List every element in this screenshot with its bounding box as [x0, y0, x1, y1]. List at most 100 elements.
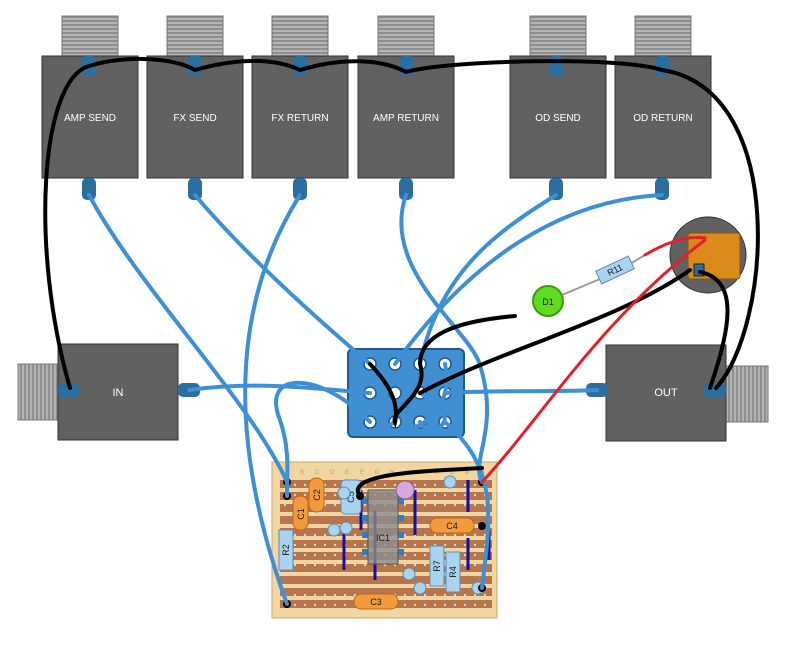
- ceramic-capacitor: [443, 475, 457, 489]
- wire-switch-to-board: [274, 380, 372, 498]
- jack-od-return: OD RETURN: [614, 15, 712, 200]
- wire-board-power: [480, 238, 707, 484]
- led-d1: D1: [532, 285, 564, 317]
- jack-label-od-return: OD RETURN: [633, 113, 692, 124]
- blue-wires: [87, 193, 664, 606]
- wire-switch-led: [368, 362, 424, 429]
- c3-body: [353, 593, 399, 610]
- capacitor-c4: C4: [429, 517, 475, 534]
- column-letter: K: [435, 470, 439, 476]
- jack-in: IN: [17, 343, 200, 441]
- led-body: [532, 285, 564, 317]
- ic-pin: [362, 532, 368, 538]
- c2-body: [308, 477, 325, 513]
- jack-lug: [399, 178, 413, 200]
- black-wires: [43, 56, 760, 498]
- wire-od-return: [393, 193, 664, 366]
- c5-label: C5: [346, 491, 356, 503]
- r2-label: R2: [281, 544, 291, 556]
- wire-switch-ground: [418, 268, 692, 395]
- resistor-r7: R7: [429, 545, 445, 587]
- c1-body: [292, 495, 309, 531]
- r2-body: [278, 529, 294, 571]
- jack-label-fx-return: FX RETURN: [271, 113, 328, 124]
- column-letter: L: [450, 470, 454, 476]
- jack-body: [251, 55, 349, 179]
- wire-switch-jumper: [385, 362, 449, 434]
- c2-label: C2: [312, 489, 322, 501]
- wire-led-power: [643, 236, 707, 257]
- ic-pin: [362, 549, 368, 555]
- jack-thread: [166, 15, 224, 59]
- wire-switch-to-board: [443, 420, 491, 590]
- jack-thread: [61, 15, 119, 59]
- jack-thread: [529, 15, 587, 59]
- c4-label: C4: [446, 521, 458, 531]
- jack-thread: [377, 15, 435, 59]
- jack-lug: [655, 56, 669, 76]
- wire-od-send: [418, 193, 558, 366]
- wire-board-ground: [355, 466, 484, 498]
- capacitor-c1: C1: [292, 495, 309, 531]
- ic-pin: [398, 498, 404, 504]
- resistor-r4: R4: [445, 551, 461, 593]
- ceramic-capacitor: [339, 521, 353, 535]
- r7-label: R7: [432, 560, 442, 572]
- resistor-lead: [561, 278, 601, 296]
- column-letter: G: [375, 470, 380, 476]
- board-terminal: [478, 522, 486, 530]
- column-letter: F: [360, 470, 364, 476]
- jack-lug: [293, 178, 307, 200]
- ceramic-capacitor: [327, 523, 341, 537]
- jack-thread: [634, 15, 692, 59]
- jack-thread: [271, 15, 329, 59]
- wire-out: [443, 388, 599, 395]
- r4-label: R4: [448, 566, 458, 578]
- jack-label-amp-send: AMP SEND: [64, 113, 116, 124]
- wire-in: [187, 383, 372, 395]
- r7-body: [429, 545, 445, 587]
- jack-thread: [725, 365, 769, 423]
- jack-label-od-send: OD SEND: [535, 113, 581, 124]
- jack-lug: [549, 56, 563, 76]
- jack-label-amp-return: AMP RETURN: [373, 113, 439, 124]
- capacitor-c2: C2: [308, 477, 325, 513]
- ground-bus-wire: [43, 56, 760, 390]
- c1-label: C1: [296, 508, 306, 520]
- jack-body: [509, 55, 607, 179]
- jack-label-in: IN: [113, 387, 124, 399]
- jack-lug: [58, 383, 80, 397]
- ic1-label: IC1: [376, 533, 390, 543]
- ic-pin: [362, 515, 368, 521]
- c3-label: C3: [370, 597, 382, 607]
- wire-fx-send: [193, 193, 372, 366]
- wire-amp-send: [87, 193, 289, 484]
- c4-body: [429, 517, 475, 534]
- wire-fx-return: [243, 193, 302, 606]
- jack-thread: [17, 363, 61, 421]
- wire-switch-jumper: [418, 391, 447, 431]
- ic-pin: [398, 549, 404, 555]
- jack-body: [614, 55, 712, 179]
- jack-lug: [549, 178, 563, 200]
- red-wires: [480, 236, 707, 484]
- jack-amp-send: AMP SEND: [41, 15, 139, 200]
- electrolytic-capacitor: [395, 480, 415, 500]
- wire-amp-return: [399, 193, 490, 484]
- jack-lug: [704, 383, 726, 397]
- column-letter: B: [300, 470, 304, 476]
- jack-body: [146, 55, 244, 179]
- r11-body: [595, 255, 635, 285]
- ceramic-capacitor: [402, 567, 416, 581]
- jack-out: OUT: [586, 344, 769, 442]
- dc-power-jack: [669, 216, 747, 294]
- ic1-body: [367, 489, 399, 565]
- jack-od-send: OD SEND: [509, 15, 607, 200]
- column-letter: D: [330, 470, 335, 476]
- jack-body: [41, 55, 139, 179]
- jack-body: [357, 55, 455, 179]
- wire-led-cathode: [418, 314, 517, 366]
- column-letter: C: [315, 470, 320, 476]
- resistor-r11: R11: [595, 255, 635, 285]
